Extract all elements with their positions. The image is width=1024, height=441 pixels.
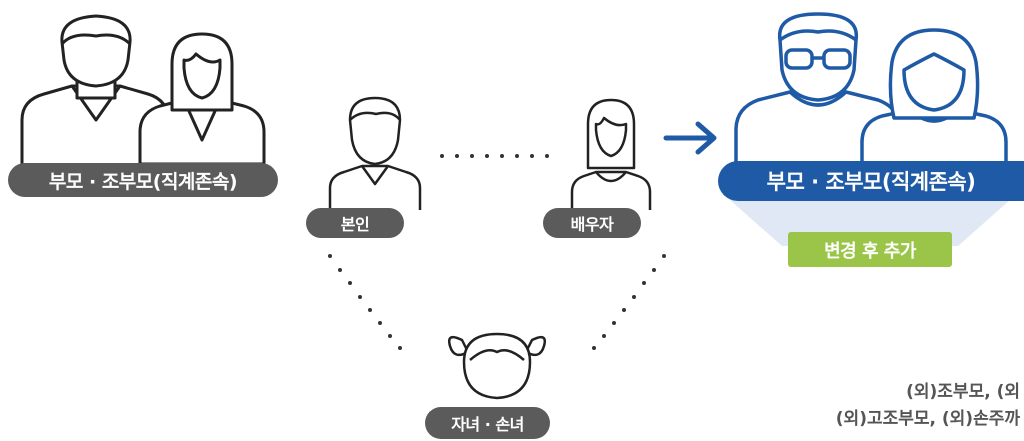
child-icon <box>448 332 546 400</box>
label-spouse: 배우자 <box>543 208 641 238</box>
arrow-right-icon <box>663 121 717 155</box>
dotted-connectors <box>328 154 666 350</box>
spouse-child-connector <box>592 254 666 350</box>
woman-icon <box>138 32 266 166</box>
label-children-grandchildren: 자녀 · 손녀 <box>425 407 550 439</box>
self-spouse-connector <box>440 154 549 158</box>
spouse-woman-icon <box>570 98 652 210</box>
man-with-glasses-icon <box>734 12 902 164</box>
label-added-after-change: 변경 후 추가 <box>788 232 952 267</box>
note-line-2: (외)고조부모, (외)손주까 <box>835 409 1020 429</box>
self-child-connector <box>328 254 402 350</box>
self-man-icon <box>328 96 422 210</box>
note-line-1: (외)조부모, (외 <box>906 382 1020 402</box>
elderly-woman-icon <box>860 28 1008 164</box>
label-self: 본인 <box>306 208 404 238</box>
man-icon <box>20 14 170 164</box>
label-parents-grandparents-added: 부모 · 조부모(직계존속) <box>718 161 1024 201</box>
label-parents-grandparents: 부모 · 조부모(직계존속) <box>8 163 278 197</box>
